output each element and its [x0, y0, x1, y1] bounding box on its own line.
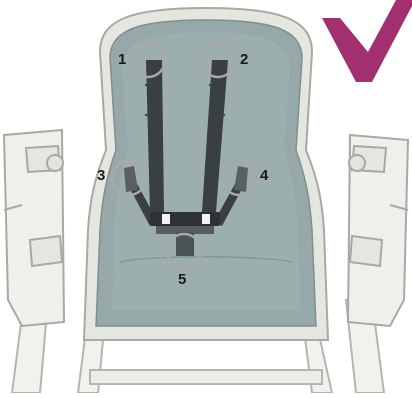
- callout-number-4: 4: [260, 168, 268, 183]
- left-armrest: [4, 130, 64, 326]
- callout-number-3: 3: [97, 168, 105, 183]
- right-armrest: [348, 135, 408, 326]
- callout-number-2: 2: [240, 52, 248, 67]
- callout-number-1: 1: [118, 52, 126, 67]
- checkmark-icon: [322, 0, 412, 82]
- center-buckle: [150, 212, 220, 234]
- callout-number-5: 5: [178, 272, 186, 287]
